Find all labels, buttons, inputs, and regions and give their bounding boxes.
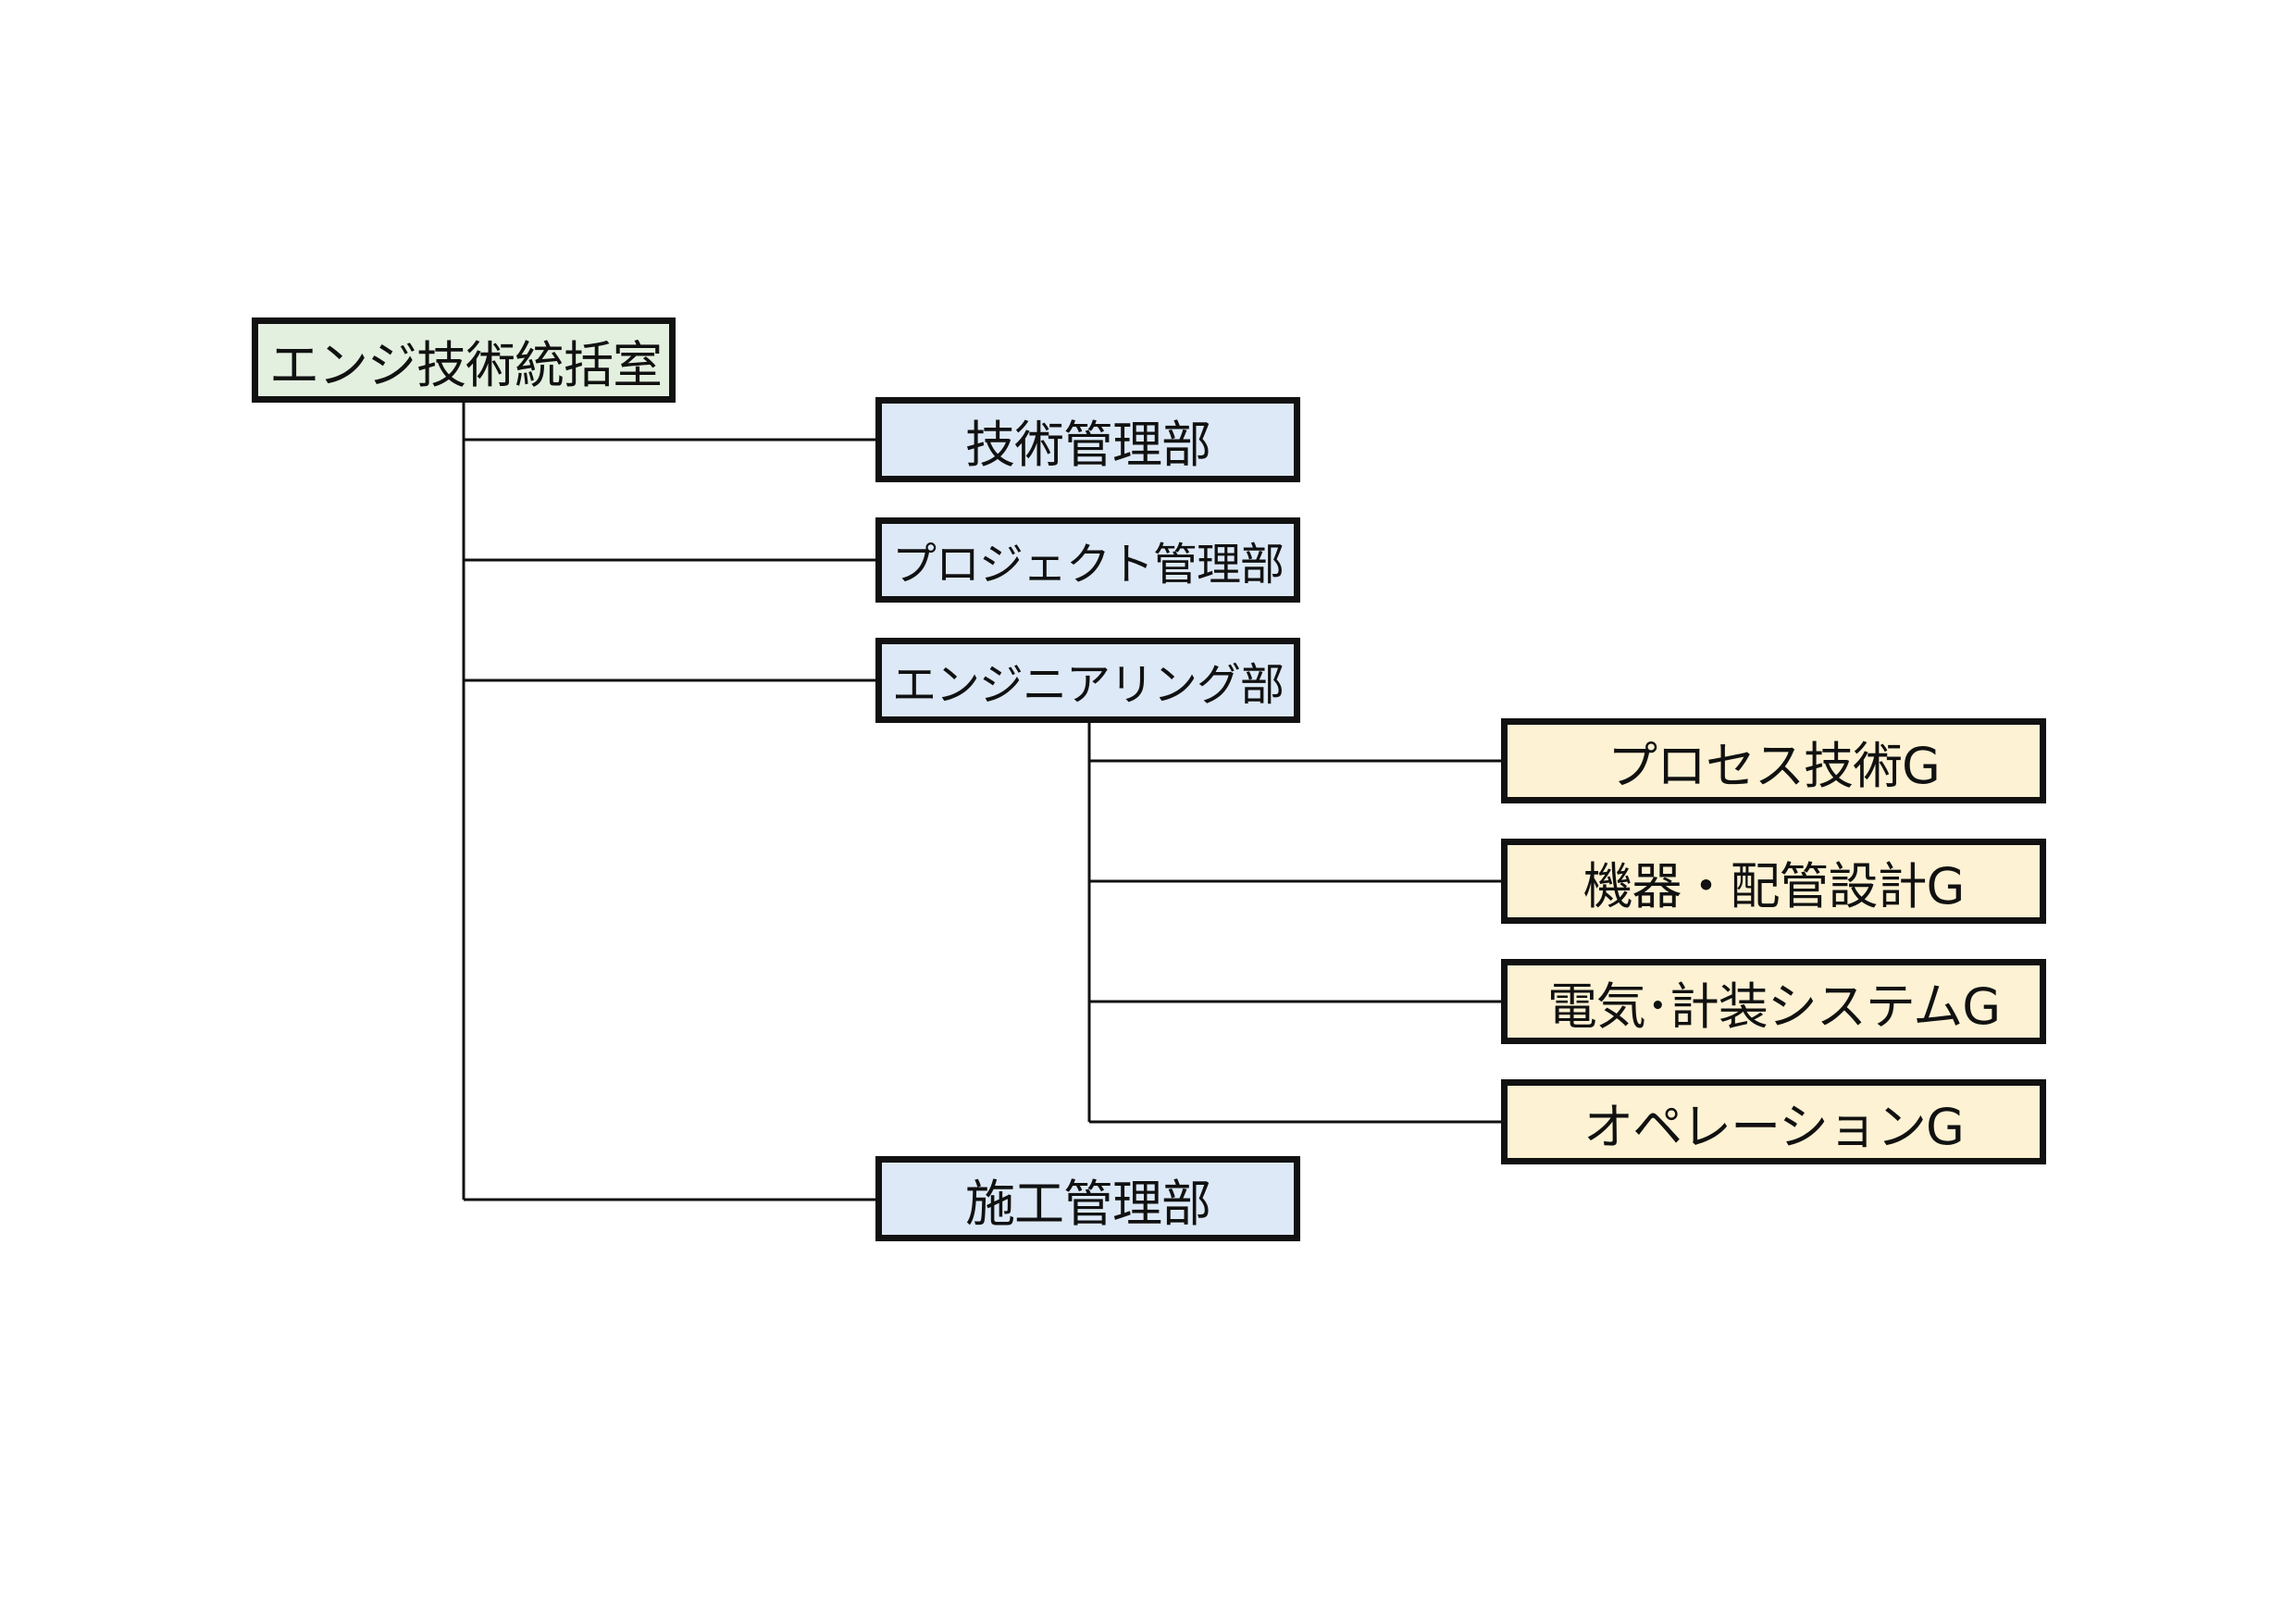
group-box-process-technology: プロセス技術G	[1501, 718, 2046, 803]
dept-label: 技術管理部	[965, 415, 1211, 474]
org-root-label: エンジ技術統括室	[269, 335, 663, 394]
group-label: オペレーションG	[1583, 1097, 1965, 1156]
dept-label: 施工管理部	[965, 1174, 1211, 1233]
group-label: 電気･計装システムG	[1546, 977, 2001, 1036]
dept-label: プロジェクト管理部	[891, 539, 1285, 591]
dept-box-construction-management: 施工管理部	[875, 1156, 1300, 1241]
dept-label: エンジニアリング部	[891, 659, 1285, 711]
group-label: 機器・配管設計G	[1582, 856, 1966, 915]
group-box-electrical-instrumentation: 電気･計装システムG	[1501, 959, 2046, 1044]
group-box-operation: オペレーションG	[1501, 1079, 2046, 1164]
org-root-box: エンジ技術統括室	[252, 317, 676, 403]
group-box-equipment-piping: 機器・配管設計G	[1501, 839, 2046, 924]
dept-box-technical-management: 技術管理部	[875, 397, 1300, 482]
dept-box-engineering: エンジニアリング部	[875, 638, 1300, 723]
group-label: プロセス技術G	[1607, 736, 1941, 795]
dept-box-project-management: プロジェクト管理部	[875, 517, 1300, 603]
